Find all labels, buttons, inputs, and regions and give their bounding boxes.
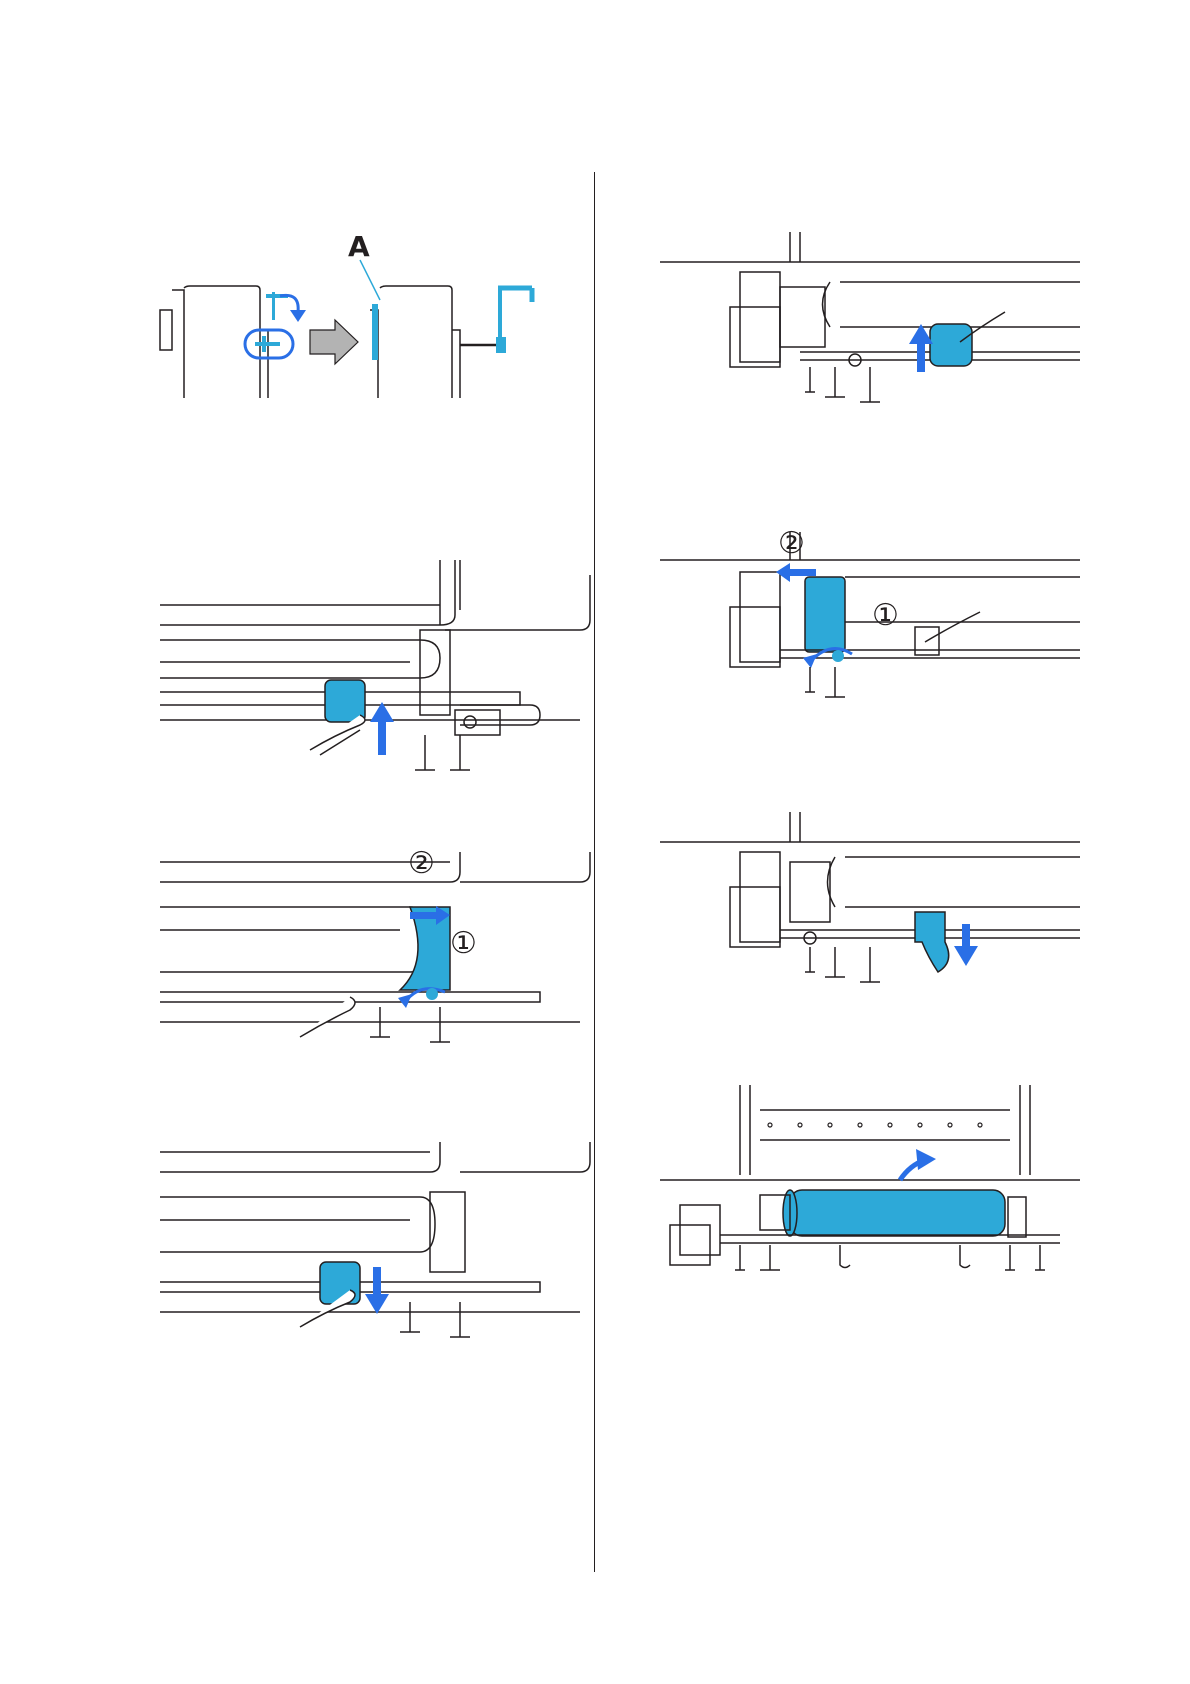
lift-lever — [915, 912, 949, 972]
step-1-marker: ① — [450, 926, 477, 961]
figure-lift-roll-drawing — [660, 1085, 1080, 1275]
up-arrow-icon — [370, 702, 394, 755]
figure-loosen-and-slide-holder-drawing — [160, 852, 580, 1052]
figure-right-loosen-and-slide-holder: ② ① — [660, 532, 1080, 702]
figure-loosen-and-slide-holder: ② ① — [160, 852, 580, 1052]
media-roll — [783, 1190, 1005, 1236]
rail-holes — [768, 1123, 982, 1127]
figure-lift-lever-up — [160, 560, 580, 760]
lift-lever — [930, 324, 972, 366]
step-2-marker: ② — [778, 526, 805, 561]
step-1-marker: ① — [872, 598, 899, 633]
callout-label-a: A — [348, 230, 370, 263]
rotate-arrow-icon — [398, 988, 445, 1008]
figure-right-lower-lever-drawing — [660, 812, 1080, 992]
gray-arrow-icon — [310, 320, 358, 364]
column-divider — [594, 172, 595, 1572]
figure-holder-callout-a-drawing — [160, 230, 580, 400]
figure-lower-lever-drawing — [160, 1142, 580, 1342]
figure-right-lift-lever — [660, 232, 1080, 402]
figure-right-lift-lever-drawing — [660, 232, 1080, 402]
figure-right-loosen-and-slide-holder-drawing — [660, 532, 1080, 702]
up-arrow-icon — [900, 1149, 936, 1180]
rotate-arrow-icon — [266, 292, 306, 322]
screw-icon — [245, 330, 293, 358]
figure-right-lower-lever — [660, 812, 1080, 992]
step-2-marker: ② — [408, 846, 435, 881]
figure-holder-callout-a: A — [160, 230, 580, 400]
figure-lift-roll — [660, 1085, 1080, 1275]
down-arrow-icon — [365, 1267, 389, 1314]
figure-lower-lever — [160, 1142, 580, 1342]
figure-lift-lever-up-drawing — [160, 560, 580, 760]
media-holder — [805, 577, 845, 652]
